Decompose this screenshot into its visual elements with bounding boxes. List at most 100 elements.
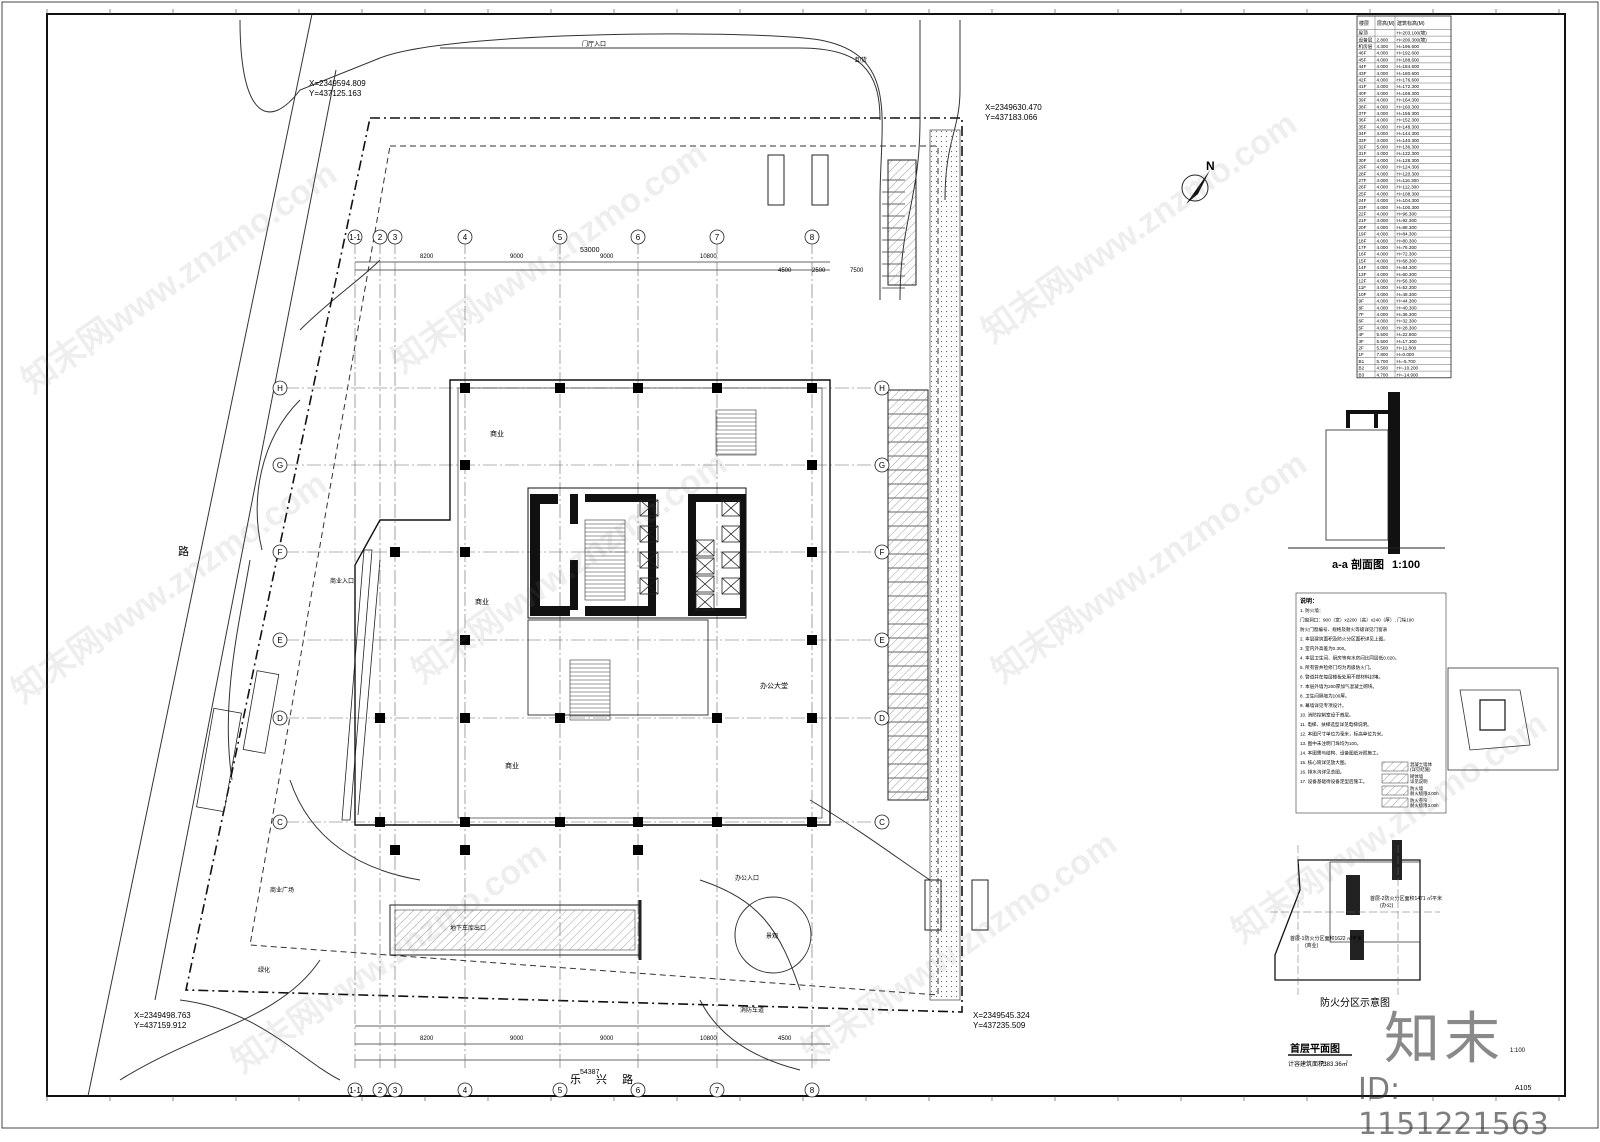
table-header: 层高(M) <box>1377 20 1395 27</box>
table-cell: 4.000 <box>1377 252 1389 257</box>
legend-swatch <box>1381 773 1409 784</box>
axis-bubble <box>552 1082 568 1098</box>
structural-column <box>633 817 643 827</box>
table-cell: H=100.300 <box>1397 205 1420 210</box>
fire-zone-title: 防火分区示意图 <box>1320 996 1390 1009</box>
dim-top-4: 10800 <box>700 254 717 260</box>
table-cell: H=124.300 <box>1397 165 1420 170</box>
axis-bubble <box>272 710 288 726</box>
elevator-car <box>695 557 715 575</box>
table-cell: 5.500 <box>1377 346 1389 351</box>
axis-bubble-label: D <box>879 714 885 723</box>
axis-bubble <box>387 229 403 245</box>
coord-2-x: X=2349630.470 <box>985 103 1042 112</box>
axis-bubble-label: 7 <box>715 1086 720 1095</box>
table-cell: 4.000 <box>1377 299 1389 304</box>
table-cell: 4.000 <box>1377 325 1389 330</box>
fire-zone-2-label: 首层-2防火分区面积1471 ㎡平米 <box>1370 895 1442 902</box>
table-cell: 36F <box>1359 118 1367 123</box>
area-value: 7383.36㎡ <box>1320 1060 1348 1068</box>
stair-outline <box>569 659 611 721</box>
table-cell: 13F <box>1359 272 1367 277</box>
elevator-cross <box>639 577 659 595</box>
building-outline <box>354 379 831 826</box>
table-cell: 25F <box>1359 191 1367 196</box>
section-detail <box>1288 392 1445 554</box>
elevator-car <box>721 551 741 569</box>
table-cell: 机房层 <box>1359 43 1373 50</box>
table-cell: 4.000 <box>1377 158 1389 163</box>
table-cell: 21F <box>1359 218 1367 223</box>
note-line: 2. 本层建筑面积及防火分区面积详见上图。 <box>1300 636 1388 643</box>
structural-column <box>555 817 565 827</box>
note-line: 15. 核心筒详见放大图。 <box>1300 759 1349 766</box>
structural-column <box>375 817 385 827</box>
table-cell: 4.000 <box>1377 232 1389 237</box>
table-cell: 1F <box>1359 352 1365 357</box>
table-cell: 4.000 <box>1377 245 1389 250</box>
table-cell: 3F <box>1359 339 1365 344</box>
axis-bubble <box>709 1082 725 1098</box>
note-line: 1. 防火墙： <box>1300 607 1323 614</box>
table-cell: H=120.300 <box>1397 171 1420 176</box>
table-cell: 4.000 <box>1377 124 1389 129</box>
structural-column <box>633 845 643 855</box>
structural-column <box>555 713 565 723</box>
table-cell: 4.000 <box>1377 238 1389 243</box>
elevator-car <box>721 577 741 595</box>
axis-bubble-label: D <box>277 714 283 723</box>
section-title: a-a 剖面图 <box>1332 557 1384 571</box>
table-cell: H=36.300 <box>1397 312 1417 317</box>
dim-top-3: 9000 <box>600 254 614 260</box>
table-cell: H=160.300 <box>1397 104 1420 109</box>
table-cell: 4.000 <box>1377 292 1389 297</box>
note-line: 防火门窗编号、规格及耐火等级详见门窗表 <box>1300 626 1388 633</box>
elevator-cross <box>695 593 715 611</box>
dim-top-2: 9000 <box>510 254 524 260</box>
table-cell: 4.000 <box>1377 51 1389 56</box>
table-cell: H=-10.200 <box>1397 366 1419 371</box>
legend-swatch <box>1381 785 1409 796</box>
stairs <box>569 409 757 721</box>
elevator-cross <box>721 499 741 517</box>
table-cell: B3 <box>1359 372 1365 377</box>
axis-bubble <box>457 229 473 245</box>
dim-bottom-5: 4500 <box>778 1036 792 1042</box>
note-line: 12. 本图尺寸单位为毫米，标高单位为米。 <box>1300 731 1386 738</box>
elevator-cross <box>721 551 741 569</box>
table-cell: 4.000 <box>1377 98 1389 103</box>
axis-bubble-label: E <box>879 636 884 645</box>
stair-outline <box>715 409 757 456</box>
table-cell: H=140.300 <box>1397 138 1420 143</box>
structural-column <box>460 460 470 470</box>
table-cell: 38F <box>1359 104 1367 109</box>
dimension-lines <box>355 261 830 1061</box>
note-line: 16. 排水沟详见总图。 <box>1300 769 1344 776</box>
table-cell: 4.700 <box>1377 372 1389 377</box>
table-cell: 22F <box>1359 212 1367 217</box>
legend-label: 混凝土墙体 <box>1410 761 1433 768</box>
axis-bubble-label: 7 <box>715 233 720 242</box>
road-name-bottom: 乐 兴 路 <box>570 1073 639 1086</box>
table-cell: 4.000 <box>1377 218 1389 223</box>
elevator-car <box>695 539 715 557</box>
table-cell: H=148.300 <box>1397 124 1420 129</box>
resource-id: ID: 1151221563 <box>1358 1072 1549 1142</box>
notes-title: 说明： <box>1300 597 1318 605</box>
dim-bottom-4: 10800 <box>700 1036 717 1042</box>
table-cell: 44F <box>1359 64 1367 69</box>
table-cell: 4.000 <box>1377 212 1389 217</box>
room-shop-2: 商业 <box>475 597 489 606</box>
table-cell: 4.000 <box>1377 138 1389 143</box>
room-office-lobby: 办公大堂 <box>760 681 788 690</box>
design-notes: 说明：1. 防火墙： 门窗洞口：900（宽）x2200（高）x240（厚）, 门… <box>1295 592 1447 814</box>
table-cell: H=56.300 <box>1397 279 1417 284</box>
site-boundary <box>185 117 963 1013</box>
note-line: 9. 幕墙详见专项设计。 <box>1300 702 1346 709</box>
axis-bubble <box>372 1082 388 1098</box>
coord-4-y: Y=437235.509 <box>973 1021 1026 1030</box>
brand-logo: 知末 <box>1384 1007 1504 1072</box>
fire-zone-1-label: 首层-1防火分区面积1622 ㎡平米 <box>1290 935 1362 942</box>
